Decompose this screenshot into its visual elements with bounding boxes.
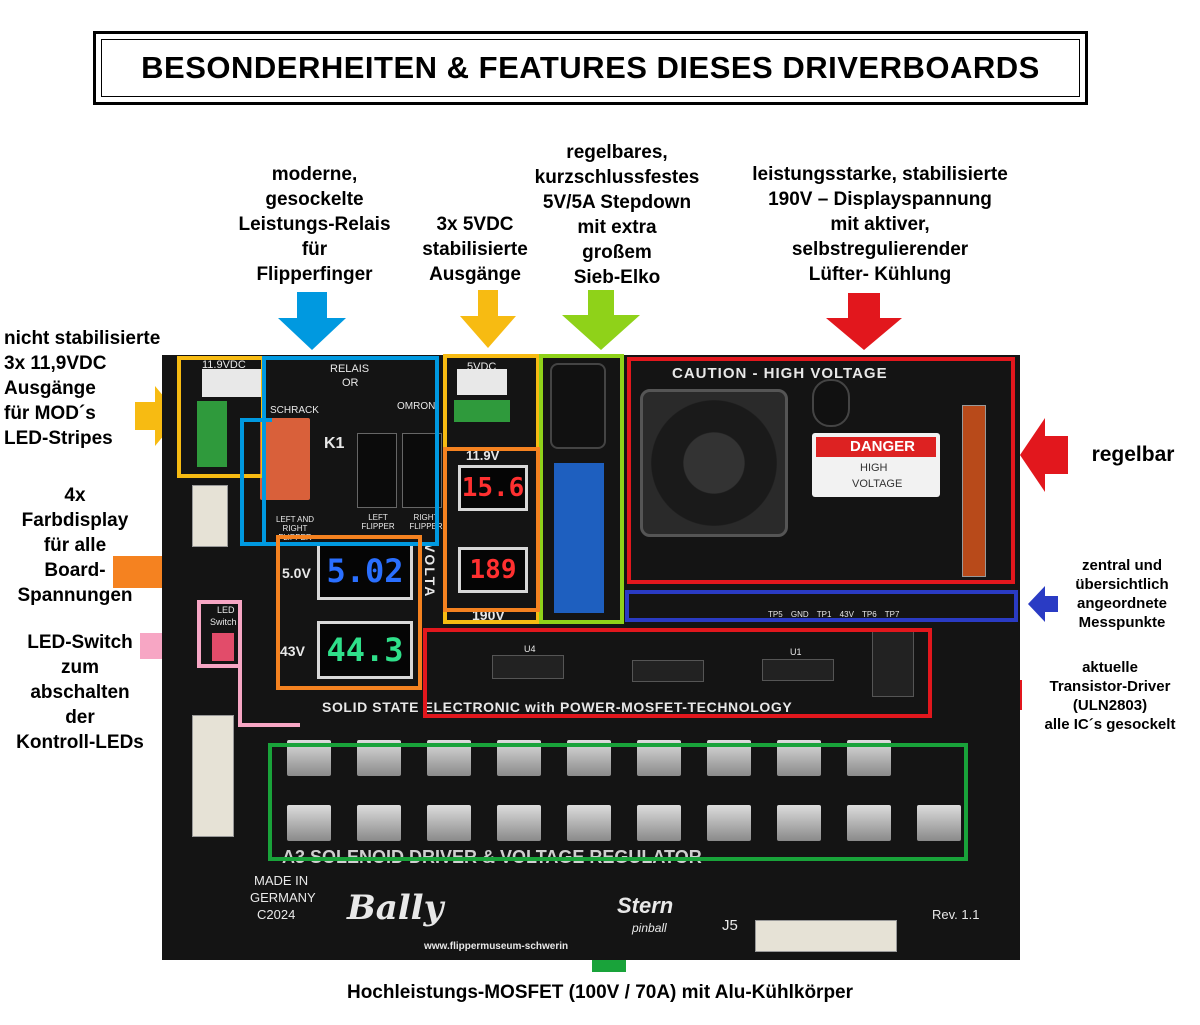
frame-stepdown-green [539,354,624,624]
silk-solid-state: SOLID STATE ELECTRONIC with POWER-MOSFET… [322,699,793,715]
heatsink [847,805,891,841]
stern-logo: Stern [617,893,674,918]
silk-made-in: MADE IN [254,873,309,888]
ic-u1 [762,659,834,681]
led-switch [212,633,234,661]
silk-rev: Rev. 1.1 [932,907,980,922]
arrow-down-yellow-icon [460,290,516,348]
arrow-down-green-icon [562,290,640,350]
connector-j5 [755,920,897,952]
silk-119v-label: 11.9V [466,448,500,463]
label-mosfet: Hochleistungs-MOSFET (100V / 70A) mit Al… [346,982,854,1003]
hv-capacitor [812,379,850,427]
silk-tp-row: TP5 GND TP1 43V TP6 TP7 [768,610,900,619]
connector-left-top [192,485,228,547]
silk-volta: VOLTA [422,543,438,599]
title-frame: BESONDERHEITEN & FEATURES DIESES DRIVERB… [93,31,1088,105]
relay-schrack [260,418,310,500]
connector-119v-white [202,369,262,397]
frame-relais-blue-ext [240,418,272,546]
ic-u4 [492,655,564,679]
silk-url: www.flippermuseum-schwerin [424,941,569,952]
page-title: BESONDERHEITEN & FEATURES DIESES DRIVERB… [141,50,1040,85]
arrow-left-navy-icon [1028,586,1058,622]
bally-logo: Bally [347,888,444,928]
fuse-5v-green [454,400,510,422]
frame-led-switch-pink-line2 [238,723,300,727]
silk-u4: U4 [524,644,536,654]
ic-u2 [632,660,704,682]
silk-year: C2024 [257,907,296,922]
silk-switch: Switch [210,617,237,627]
silk-left-flipper: LEFT FLIPPER [361,513,395,531]
connector-5v-white [457,369,507,395]
frame-ic-red [423,628,932,718]
silk-u1: U1 [790,647,802,657]
display-190v: 189 [458,547,528,593]
label-regelbar: regelbar [1091,443,1175,466]
silk-119vdc: 11.9VDC [202,359,246,371]
silk-43v-label: 43V [280,643,305,659]
silk-germany: GERMANY [250,890,316,905]
connector-right [962,405,986,577]
heatsink [917,805,961,841]
frame-relais-blue [262,356,439,546]
electrolytic-cap [550,363,606,449]
arrow-right-yellow-icon [135,386,180,446]
danger-label-header [816,437,936,457]
arrow-down-blue-icon [278,292,346,350]
heatsink [427,805,471,841]
silk-led: LED [217,605,235,615]
frame-led-switch-pink-line [238,665,242,727]
silk-k1: K1 [324,435,345,452]
silk-schrack: SCHRACK [270,405,319,416]
frame-hv-red [627,357,1015,584]
heatsink [637,805,681,841]
silk-relais: RELAIS [330,363,370,375]
silk-j5: J5 [722,917,738,934]
heatsink [287,805,331,841]
silk-caution: CAUTION - HIGH VOLTAGE [672,365,888,382]
heatsink [567,805,611,841]
connector-left-bottom [192,715,234,837]
silk-pinball: pinball [632,921,667,935]
silk-5v-label: 5.0V [282,565,311,581]
silk-right-flipper: RIGHT FLIPPER [409,513,443,531]
frame-displays-orange [276,535,422,690]
silk-danger: DANGER [850,438,916,455]
arrow-down-red-icon [826,293,902,350]
silk-or: OR [342,377,359,389]
silk-high: HIGH [860,462,888,474]
arrow-left-red-icon [1020,418,1068,492]
frame-testpoints-navy [625,590,1018,622]
heatsink [707,805,751,841]
fuse-holder-green [197,401,227,467]
frame-mosfet-green [268,743,968,861]
ic-u5 [872,630,914,697]
heatsink [777,805,821,841]
heatsink [357,805,401,841]
display-43v: 44.3 [317,621,413,679]
silk-voltage: VOLTAGE [852,478,903,490]
silk-omron: OMRON [397,401,436,412]
frame-led-switch-pink [197,600,242,668]
frame-displays-orange-2 [443,447,540,612]
display-119v: 15.6 [458,465,528,511]
title-inner-frame: BESONDERHEITEN & FEATURES DIESES DRIVERB… [101,39,1080,97]
relay-socket-left [357,433,397,508]
fan [640,389,788,537]
heatsink [497,805,541,841]
stepdown-module [554,463,604,613]
